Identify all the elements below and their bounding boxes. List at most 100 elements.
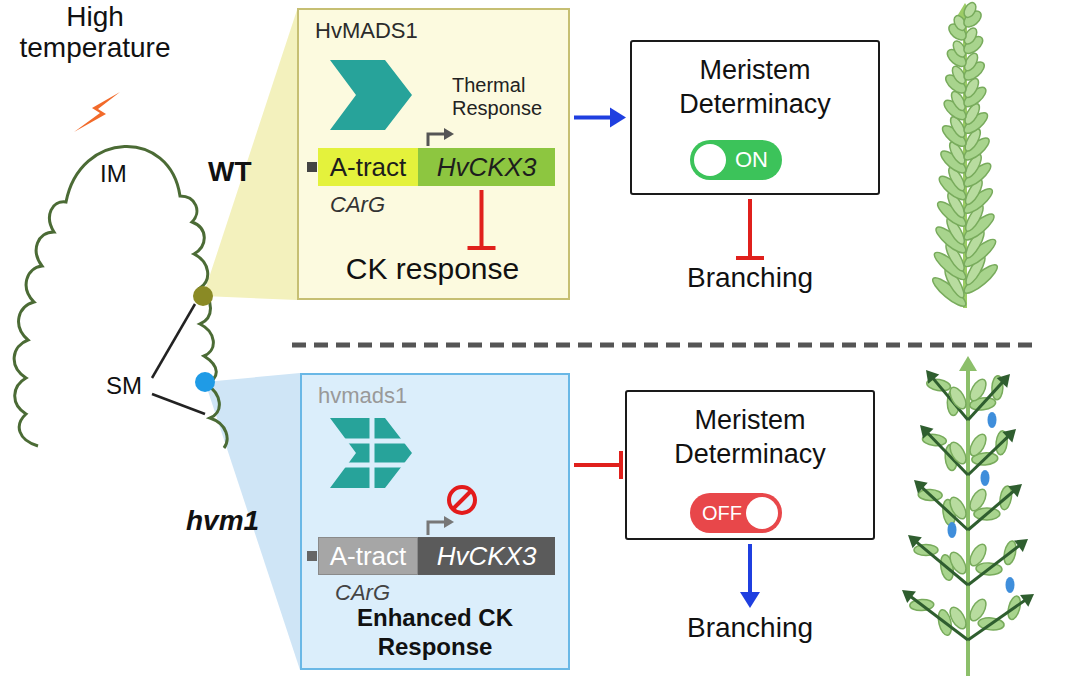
spikelet-leaf (974, 508, 1000, 520)
spikelet-leaf (914, 544, 938, 555)
branch-line (916, 541, 968, 585)
connector-line (574, 463, 621, 467)
node-text: Meristem Determinacy (642, 54, 868, 122)
branch-line (927, 432, 968, 475)
node-text: HvCKX3 (437, 152, 537, 183)
node-box: ON (690, 140, 782, 180)
leader-line (152, 394, 205, 414)
spikelet-leaf (991, 376, 1003, 400)
spikelet-leaf (962, 26, 980, 46)
spikelet-leaf (963, 202, 987, 233)
spikelet-leaf (918, 489, 943, 501)
spikelet-leaf (952, 14, 969, 33)
spikelet-leaf (947, 389, 959, 415)
connector-line (748, 199, 752, 258)
spikelet-leaf (947, 140, 968, 166)
spikelet-leaf (967, 597, 989, 624)
spikelet-leaf (969, 396, 996, 411)
spikelet-leaf (962, 76, 981, 99)
arrow-connector (740, 544, 760, 608)
toggle-knob (746, 497, 778, 529)
spikelet-leaf (941, 97, 969, 123)
node-box: HvMADS1A-tractCArGHvCKX3CK response (297, 8, 570, 300)
node-box: A-tractCArG (318, 148, 418, 186)
extra-spikelet (1006, 577, 1015, 593)
arrowhead (902, 590, 916, 603)
extra-spikelet (981, 470, 990, 486)
label-text: hvm1 (186, 505, 276, 537)
inhibit-bar (619, 451, 623, 479)
spikelet-leaf (949, 89, 968, 112)
spikelet-leaf (961, 185, 996, 217)
arrowhead (1002, 429, 1016, 443)
arrowhead (1008, 484, 1022, 497)
node-box: OFF (690, 493, 782, 533)
node-text: HvMADS1 (315, 18, 552, 44)
spikelet-leaf (961, 160, 994, 191)
spikelet-leaf (962, 152, 984, 180)
spikelet-leaf (961, 33, 986, 56)
spikelet-leaf (967, 432, 989, 459)
spikelet-leaf (944, 215, 968, 246)
spikelet-leaf (962, 177, 985, 207)
spikelet-leaf (961, 210, 998, 243)
spikelet-leaf (961, 236, 999, 271)
spikelet-leaf (926, 378, 952, 393)
node-box: HvCKX3 (418, 148, 555, 186)
spikelet-leaf (950, 64, 968, 86)
spikelet-leaf (963, 253, 988, 287)
node-text: A-tract (330, 152, 407, 183)
spikelet-leaf (947, 550, 969, 577)
spikelet-leaf (936, 608, 953, 636)
spikelet-leaf (961, 134, 992, 163)
spikelet-leaf (967, 487, 989, 514)
arrowhead (956, 3, 974, 18)
spikelet-leaf (938, 147, 969, 176)
spikelet-leaf (947, 605, 969, 632)
node-box: HvCKX3 (418, 537, 555, 575)
leader-line (152, 304, 195, 378)
spikelet-leaf (951, 39, 969, 59)
lightning-bolt (74, 92, 120, 132)
meristem-outline (14, 146, 227, 448)
spikelet-leaf (961, 261, 1001, 297)
node-subtext: CArG (330, 192, 385, 218)
inhibition-connector (736, 199, 764, 258)
node-subtext: CArG (335, 580, 390, 606)
spikelet-leaf (961, 8, 984, 30)
node-box: Branching (665, 612, 835, 648)
arrowhead (914, 480, 928, 493)
node-text: hvmads1 (318, 383, 552, 409)
node-box: hvmads1A-tractCArGHvCKX3Enhanced CK Resp… (300, 373, 570, 670)
node-box: Meristem DeterminacyON (630, 40, 880, 195)
spikelet-leaf (931, 249, 969, 284)
branch-line (921, 487, 968, 530)
arrowhead (926, 370, 939, 384)
spikelet-leaf (939, 554, 955, 582)
connector-line (574, 116, 614, 120)
spikelet-leaf (976, 562, 1003, 575)
spikelet-meristem-dot (195, 372, 215, 392)
node-box: Enhanced CK Response (315, 604, 555, 666)
arrowhead (1014, 539, 1028, 552)
node-box: CK response (320, 252, 545, 296)
spikelet-leaf (929, 274, 969, 310)
spikelet-leaf (961, 84, 989, 110)
arrowhead (997, 374, 1010, 388)
arrowhead (920, 425, 934, 439)
branch-line (968, 545, 1020, 585)
spikelet-leaf (962, 1, 979, 20)
spikelet-leaf (962, 127, 983, 153)
divider-dashed (292, 343, 1040, 348)
node-box: A-tractCArG (318, 537, 418, 575)
spikelet-leaf (995, 430, 1009, 455)
branch-line (932, 378, 968, 420)
spikelet-leaf (943, 241, 968, 274)
arrowhead (1020, 594, 1034, 607)
node-text: Branching (665, 612, 835, 644)
branch-line (968, 436, 1009, 475)
spikelet-leaf (910, 599, 935, 611)
spikelet-leaf (998, 485, 1013, 510)
spikelet-leaf (933, 223, 970, 256)
label-text: SM (106, 372, 156, 400)
